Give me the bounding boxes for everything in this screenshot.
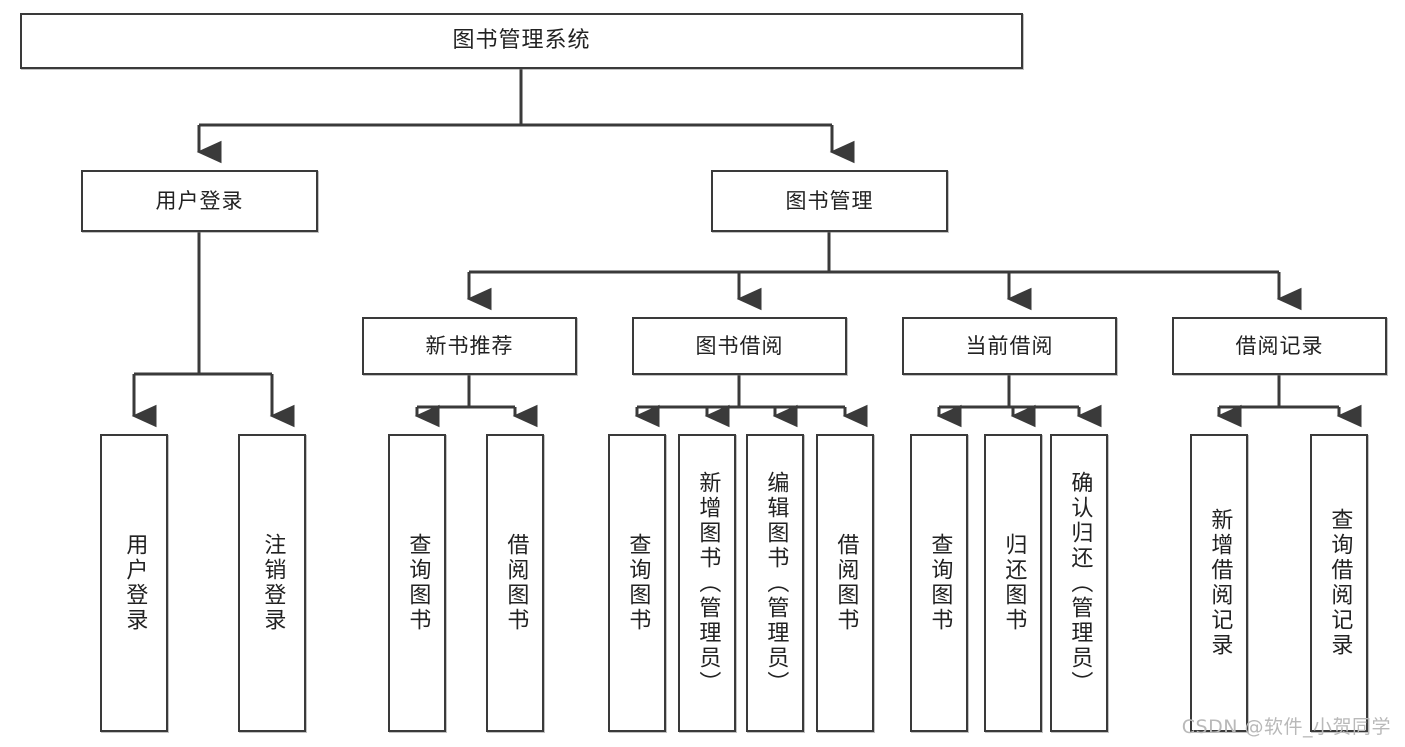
node-new-book-recommend-label: 新书推荐 [425, 333, 514, 358]
leaf-label: 新增图书（管理员） [695, 470, 721, 696]
node-current-borrow-label: 当前借阅 [965, 333, 1054, 358]
node-new-book-recommend[interactable]: 新书推荐 [362, 317, 577, 375]
node-current-borrow[interactable]: 当前借阅 [902, 317, 1117, 375]
leaf-label: 借阅图书 [833, 533, 859, 633]
node-user-login[interactable]: 用户登录 [81, 170, 318, 232]
node-root[interactable]: 图书管理系统 [20, 13, 1023, 69]
node-book-borrow-label: 图书借阅 [695, 333, 784, 358]
leaf-query-borrow-record[interactable]: 查询借阅记录 [1310, 434, 1368, 732]
leaf-query-book-recommend[interactable]: 查询图书 [388, 434, 446, 732]
leaf-borrow-book-recommend[interactable]: 借阅图书 [486, 434, 544, 732]
leaf-label: 编辑图书（管理员） [763, 470, 789, 696]
leaf-label: 注销登录 [260, 533, 286, 633]
leaf-add-borrow-record[interactable]: 新增借阅记录 [1190, 434, 1248, 732]
leaf-label: 借阅图书 [503, 533, 529, 633]
leaf-label: 查询图书 [625, 533, 651, 633]
leaf-user-login[interactable]: 用户登录 [100, 434, 168, 732]
leaf-borrow-book[interactable]: 借阅图书 [816, 434, 874, 732]
node-book-management-label: 图书管理 [785, 188, 874, 213]
node-book-management[interactable]: 图书管理 [711, 170, 948, 232]
leaf-label: 查询图书 [405, 533, 431, 633]
node-user-login-label: 用户登录 [155, 188, 244, 213]
leaf-add-book-admin[interactable]: 新增图书（管理员） [678, 434, 736, 732]
node-borrow-record-label: 借阅记录 [1235, 333, 1324, 358]
leaf-query-book-borrow[interactable]: 查询图书 [608, 434, 666, 732]
node-borrow-record[interactable]: 借阅记录 [1172, 317, 1387, 375]
node-book-borrow[interactable]: 图书借阅 [632, 317, 847, 375]
leaf-label: 查询图书 [927, 533, 953, 633]
leaf-label: 查询借阅记录 [1327, 508, 1353, 658]
watermark: CSDN @软件_小贺同学 [1181, 716, 1391, 738]
leaf-label: 新增借阅记录 [1207, 508, 1233, 658]
node-root-label: 图书管理系统 [452, 28, 591, 54]
leaf-label: 归还图书 [1001, 533, 1027, 633]
leaf-edit-book-admin[interactable]: 编辑图书（管理员） [746, 434, 804, 732]
leaf-confirm-return-admin[interactable]: 确认归还（管理员） [1050, 434, 1108, 732]
leaf-label: 用户登录 [122, 533, 148, 633]
leaf-user-logout[interactable]: 注销登录 [238, 434, 306, 732]
leaf-label: 确认归还（管理员） [1067, 470, 1093, 696]
leaf-return-book[interactable]: 归还图书 [984, 434, 1042, 732]
leaf-query-book-current[interactable]: 查询图书 [910, 434, 968, 732]
